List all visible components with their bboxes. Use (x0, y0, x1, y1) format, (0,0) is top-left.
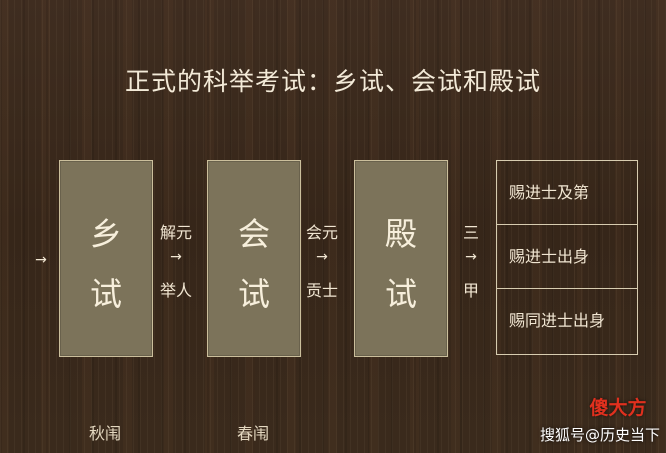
rank-row: 赐同进士出身 (509, 311, 606, 330)
slide-title: 正式的科举考试：乡试、会试和殿试 (124, 67, 541, 96)
arrow-right-icon: → (465, 249, 477, 265)
connector-2-bottom: 贡士 (305, 281, 338, 300)
exam-char-top: 乡 (89, 215, 122, 253)
connector-3-bottom: 甲 (462, 281, 479, 300)
watermark-logo-text: 傻大方 (589, 397, 647, 419)
exam-char-bottom: 试 (89, 275, 122, 313)
exam-box-xiangshi: 乡 试 (59, 160, 153, 357)
rank-row: 赐进士出身 (497, 225, 637, 289)
exam-char-bottom: 试 (384, 275, 417, 313)
watermark-logo: 傻大方 (583, 393, 653, 419)
exam-box-huishi: 会 试 (207, 160, 301, 357)
season-label-qiuwei: 秋闱 (88, 424, 121, 443)
arrow-right-icon: → (316, 249, 328, 265)
arrow-right-icon: → (170, 249, 182, 265)
connector-3-top: 三 (462, 223, 479, 242)
exam-char-top: 会 (237, 215, 270, 253)
rank-table: 赐进士及第 赐进士出身 赐同进士出身 (496, 160, 638, 355)
connector-1-bottom: 举人 (159, 281, 192, 300)
connector-2-top: 会元 (305, 223, 338, 242)
watermark-text: 搜狐号@历史当下 (539, 426, 660, 444)
exam-char-bottom: 试 (237, 275, 270, 313)
entry-arrow-icon: → (35, 252, 47, 268)
exam-char-top: 殿 (384, 215, 417, 253)
season-label-chunwei: 春闱 (236, 424, 269, 443)
connector-1-top: 解元 (159, 223, 192, 242)
rank-row: 赐进士及第 (497, 161, 637, 225)
exam-box-dianshi: 殿 试 (354, 160, 448, 357)
